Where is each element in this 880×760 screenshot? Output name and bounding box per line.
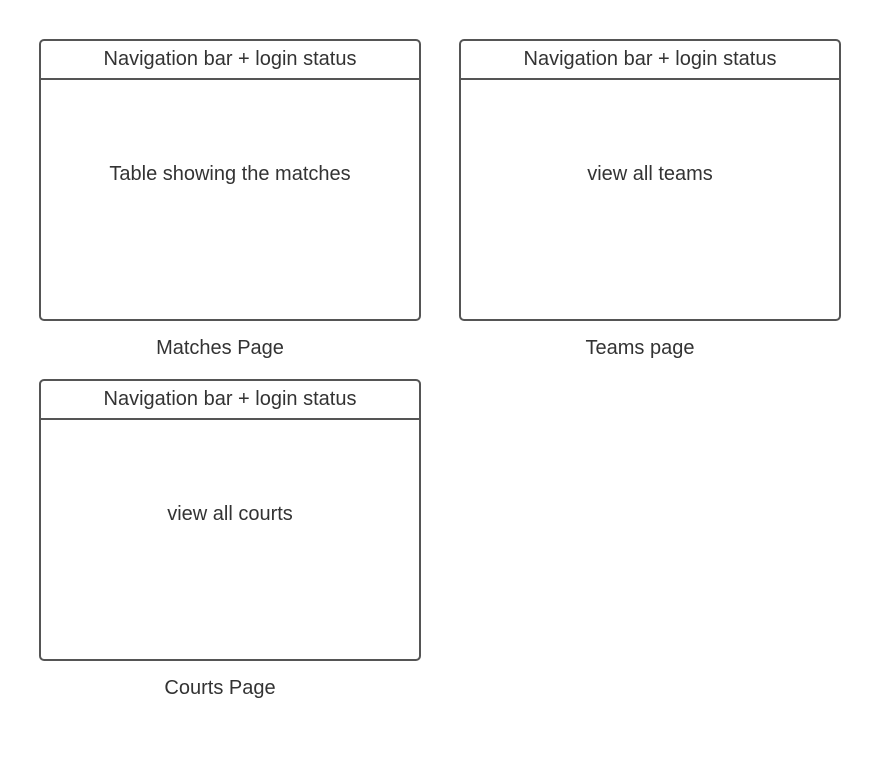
- navigation-bar-label: Navigation bar + login status: [103, 48, 357, 70]
- navigation-bar-box: Navigation bar + login status: [41, 41, 419, 80]
- navigation-bar-label: Navigation bar + login status: [103, 388, 357, 410]
- page-content-label: view all courts: [167, 503, 293, 525]
- navigation-bar-box: Navigation bar + login status: [41, 381, 419, 420]
- page-content-label: view all teams: [587, 163, 713, 185]
- page-content-label: Table showing the matches: [109, 163, 351, 185]
- page-caption-courts: Courts Page: [164, 677, 276, 699]
- navigation-bar-box: Navigation bar + login status: [461, 41, 839, 80]
- page-caption-teams: Teams page: [585, 337, 695, 359]
- teams-page-wireframe: Navigation bar + login status view all t…: [459, 39, 841, 321]
- matches-page-wireframe: Navigation bar + login status Table show…: [39, 39, 421, 321]
- page-caption-matches: Matches Page: [156, 337, 284, 359]
- navigation-bar-label: Navigation bar + login status: [523, 48, 777, 70]
- courts-page-wireframe: Navigation bar + login status view all c…: [39, 379, 421, 661]
